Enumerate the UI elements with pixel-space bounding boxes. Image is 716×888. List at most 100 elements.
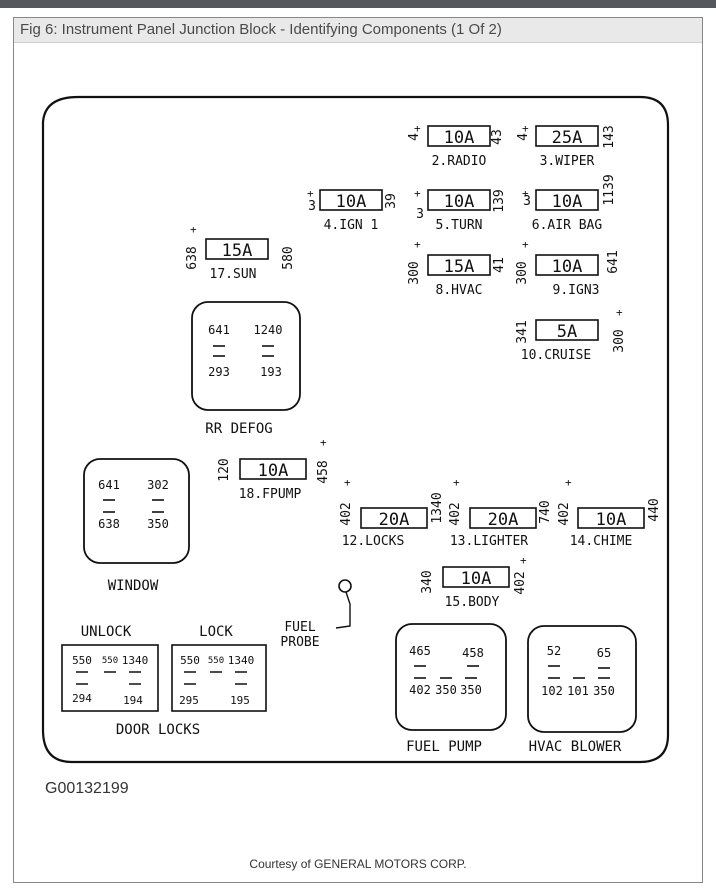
fuse-left-circuit: 300 — [407, 261, 422, 284]
fuse-label: 15.BODY — [445, 595, 500, 610]
relay-pin: 193 — [260, 365, 282, 379]
fuse-right-circuit: 740 — [538, 500, 553, 523]
fuse-left-circuit: 402 — [557, 502, 572, 525]
fuse-right-circuit: 41 — [492, 257, 507, 273]
plus-mark: + — [344, 476, 351, 489]
relay-pin: 1340 — [228, 654, 255, 667]
fuse-rating: 15A — [444, 257, 475, 277]
plus-mark: + — [414, 122, 421, 135]
fuse-label: 17.SUN — [210, 267, 257, 282]
relay-pin: 195 — [230, 694, 250, 707]
fuel-probe-label: PROBE — [280, 635, 319, 650]
fuse-rating: 10A — [336, 192, 367, 212]
plus-mark: + — [565, 476, 572, 489]
fuse-right-circuit: 43 — [490, 129, 505, 145]
relay-name: FUEL PUMP — [406, 739, 482, 755]
fuse-left-circuit: 300 — [515, 261, 530, 284]
fuse-label: 4.IGN 1 — [324, 218, 379, 233]
figure-header: Fig 6: Instrument Panel Junction Block -… — [14, 18, 702, 43]
fuse-left-circuit: 4 — [516, 133, 531, 141]
fuse-right-circuit: 143 — [602, 125, 617, 148]
plus-mark: + — [320, 436, 327, 449]
relay-name: LOCK — [199, 624, 233, 640]
fuse-left-circuit: 3 — [308, 199, 316, 214]
fuse-left-circuit: 340 — [420, 570, 435, 593]
relay-pin: 293 — [208, 365, 230, 379]
relay-pin: 458 — [462, 646, 484, 660]
fuse-left-circuit: 341 — [515, 320, 530, 343]
fuse-17-sun: 15A 17.SUN 638 580 + — [185, 223, 296, 282]
top-bar — [0, 0, 716, 8]
fuse-5-turn: 10A 5.TURN 3 139 + — [414, 187, 507, 233]
relay-pin: 350 — [460, 683, 482, 697]
image-id: G00132199 — [45, 780, 129, 797]
relay-pin: 550 — [180, 654, 200, 667]
fuse-rating: 10A — [444, 128, 475, 148]
figure-frame — [13, 17, 703, 883]
relay-window: 641 302 638 350 WINDOW — [83, 458, 190, 594]
plus-mark: + — [414, 238, 421, 251]
fuse-6-air-bag: 10A 6.AIR BAG 3 1139 + — [522, 174, 617, 233]
relay-pin: 1240 — [254, 323, 283, 337]
fuse-label: 18.FPUMP — [239, 487, 302, 502]
fuse-right-circuit: 641 — [606, 250, 621, 273]
relay-pin: 194 — [123, 694, 143, 707]
fuse-10-cruise: 5A 10.CRUISE 341 300 + — [515, 306, 627, 363]
fuse-left-circuit: 402 — [448, 502, 463, 525]
relay-pin: 52 — [547, 644, 561, 658]
relay-pin: 550 — [102, 656, 118, 666]
fuse-rating: 10A — [258, 461, 289, 481]
fuse-label: 12.LOCKS — [342, 534, 405, 549]
relay-pin: 638 — [98, 517, 120, 531]
relay-pin: 101 — [567, 684, 589, 698]
fuse-label: 2.RADIO — [432, 154, 487, 169]
relay-pin: 350 — [593, 684, 615, 698]
fuse-2-radio: 10A 2.RADIO 4 43 + — [407, 122, 505, 169]
fuse-15-body: 10A 15.BODY 340 402 + — [420, 554, 528, 610]
fuse-label: 5.TURN — [436, 218, 483, 233]
relay-pin: 302 — [147, 478, 169, 492]
fuse-label: 6.AIR BAG — [532, 218, 603, 233]
fuse-9-ign3: 10A 9.IGN3 300 641 + — [515, 238, 621, 298]
relay-pin: 350 — [147, 517, 169, 531]
fuse-left-circuit: 120 — [217, 458, 232, 481]
fuse-rating: 10A — [552, 257, 583, 277]
relay-pin: 641 — [208, 323, 230, 337]
relay-lock: LOCK 550 550 1340 295 195 — [171, 624, 267, 712]
fuse-right-circuit: 440 — [647, 498, 662, 521]
fuse-right-circuit: 580 — [281, 246, 296, 269]
fuse-rating: 15A — [222, 241, 253, 261]
relay-pin: 550 — [208, 656, 224, 666]
fuse-right-circuit: 1340 — [430, 492, 445, 523]
relay-unlock: UNLOCK 550 550 1340 294 194 — [61, 624, 159, 712]
relay-pin: 294 — [72, 692, 92, 705]
relay-pin: 402 — [409, 683, 431, 697]
relay-pin: 550 — [72, 654, 92, 667]
fuse-label: 9.IGN3 — [553, 283, 600, 298]
fuse-12-locks: 20A 12.LOCKS 402 1340 + — [339, 476, 445, 549]
relay-pin: 295 — [179, 694, 199, 707]
fuse-label: 13.LIGHTER — [450, 534, 528, 549]
plus-mark: + — [522, 238, 529, 251]
fuse-right-circuit: 458 — [316, 460, 331, 483]
plus-mark: + — [453, 476, 460, 489]
fuse-label: 3.WIPER — [540, 154, 595, 169]
fuse-rating: 10A — [461, 569, 492, 589]
relay-name: UNLOCK — [81, 624, 132, 640]
relay-name: RR DEFOG — [205, 421, 272, 437]
fuse-rating: 20A — [488, 510, 519, 530]
fuse-left-circuit: 4 — [407, 133, 422, 141]
fuse-right-circuit: 39 — [384, 193, 399, 209]
fuse-right-circuit: 139 — [492, 189, 507, 212]
fuse-right-circuit: 1139 — [602, 174, 617, 205]
fuse-rating: 25A — [552, 128, 583, 148]
relay-rr-defog: 641 1240 293 193 RR DEFOG — [191, 301, 301, 437]
plus-mark: + — [616, 306, 623, 319]
fuse-right-circuit: 300 — [612, 329, 627, 352]
fuse-rating: 5A — [557, 322, 577, 342]
plus-mark: + — [520, 554, 527, 567]
fuse-left-circuit: 3 — [523, 194, 531, 209]
fuse-4-ign1: 10A 4.IGN 1 3 39 + — [307, 187, 399, 233]
fuse-label: 8.HVAC — [436, 283, 483, 298]
